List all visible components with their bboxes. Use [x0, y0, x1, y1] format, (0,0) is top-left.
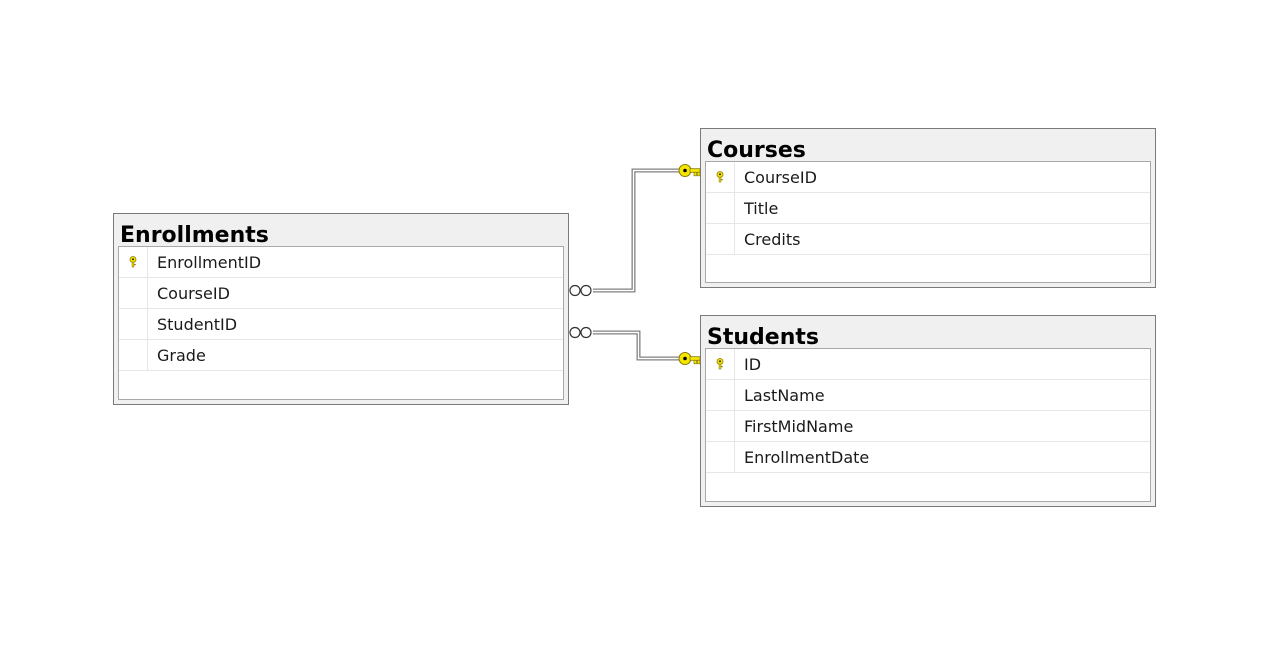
row-selector[interactable]: [706, 442, 735, 472]
column-row[interactable]: StudentID: [119, 309, 563, 340]
row-selector[interactable]: [706, 380, 735, 410]
row-selector[interactable]: [706, 349, 735, 379]
column-row[interactable]: ID: [706, 349, 1150, 380]
row-selector[interactable]: [119, 278, 148, 308]
column-grid: ID LastName FirstMidName EnrollmentDate: [705, 348, 1151, 502]
column-name: FirstMidName: [744, 417, 854, 436]
column-name: Title: [744, 199, 779, 218]
relationship-enrollments-courses[interactable]: [593, 168, 680, 293]
column-name: CourseID: [744, 168, 817, 187]
primary-key-icon: [716, 171, 724, 183]
column-name: EnrollmentDate: [744, 448, 870, 467]
row-selector[interactable]: [119, 309, 148, 339]
many-infinity-icon: [569, 284, 592, 297]
column-name: ID: [744, 355, 762, 374]
column-row[interactable]: CourseID: [706, 162, 1150, 193]
column-row[interactable]: Grade: [119, 340, 563, 371]
column-row[interactable]: FirstMidName: [706, 411, 1150, 442]
table-title: Enrollments: [120, 223, 269, 248]
one-key-icon: [678, 352, 701, 365]
table-title: Students: [707, 325, 819, 350]
many-infinity-icon: [569, 326, 592, 339]
column-row[interactable]: Title: [706, 193, 1150, 224]
row-selector[interactable]: [119, 340, 148, 370]
table-title: Courses: [707, 138, 806, 163]
one-key-icon: [678, 164, 701, 177]
column-name: StudentID: [157, 315, 238, 334]
primary-key-icon: [716, 358, 724, 370]
column-grid: EnrollmentID CourseID StudentID Grade: [118, 246, 564, 400]
primary-key-icon: [129, 256, 137, 268]
column-name: EnrollmentID: [157, 253, 262, 272]
column-row[interactable]: EnrollmentDate: [706, 442, 1150, 473]
column-row[interactable]: EnrollmentID: [119, 247, 563, 278]
row-selector[interactable]: [706, 162, 735, 192]
column-row[interactable]: CourseID: [119, 278, 563, 309]
table-students[interactable]: Students ID LastName First: [700, 315, 1156, 507]
column-grid: CourseID Title Credits: [705, 161, 1151, 283]
column-name: CourseID: [157, 284, 230, 303]
column-name: Credits: [744, 230, 801, 249]
column-row[interactable]: LastName: [706, 380, 1150, 411]
column-row[interactable]: Credits: [706, 224, 1150, 255]
row-selector[interactable]: [119, 247, 148, 277]
row-selector[interactable]: [706, 224, 735, 254]
row-selector[interactable]: [706, 193, 735, 223]
table-enrollments[interactable]: Enrollments EnrollmentID CourseID: [113, 213, 569, 405]
column-name: Grade: [157, 346, 206, 365]
table-courses[interactable]: Courses CourseID Title Cre: [700, 128, 1156, 288]
relationship-enrollments-students[interactable]: [593, 330, 680, 361]
row-selector[interactable]: [706, 411, 735, 441]
column-name: LastName: [744, 386, 825, 405]
